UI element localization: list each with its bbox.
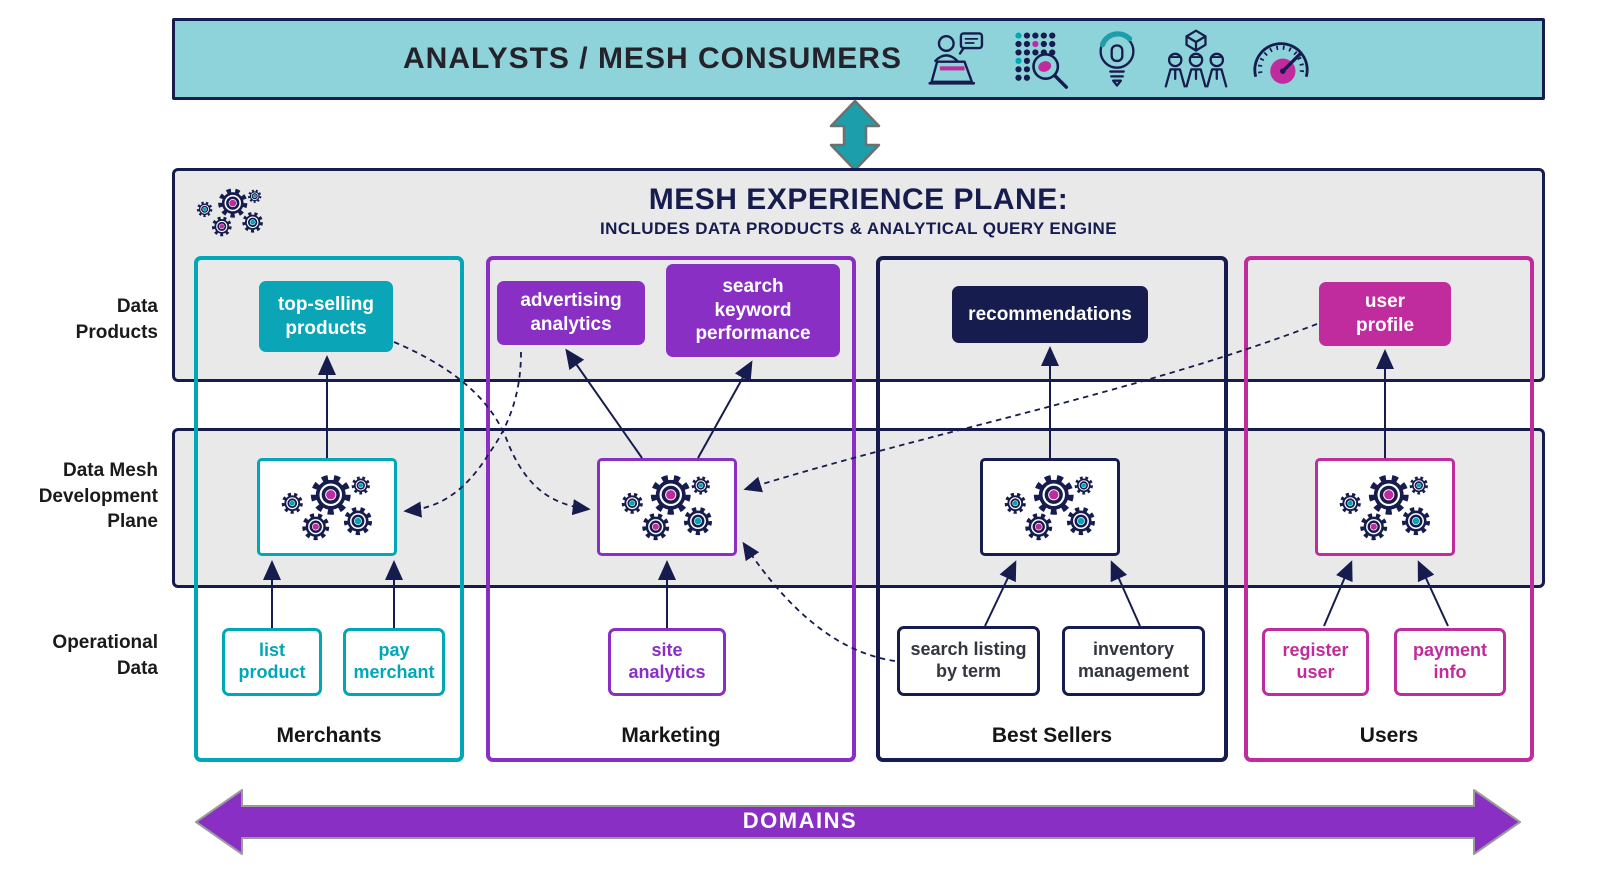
gears-icon <box>1318 461 1452 553</box>
operational-pay-merchant: pay merchant <box>343 628 445 696</box>
mesh-plane-title: MESH EXPERIENCE PLANE: <box>648 183 1069 216</box>
dev-plane-node-users <box>1315 458 1455 556</box>
operational-search-listing-by-term: search listing by term <box>897 626 1040 696</box>
data-product-user-profile: user profile <box>1319 282 1451 346</box>
row-label-operational-data: Operational Data <box>52 632 158 679</box>
corner-gears-icon <box>182 172 278 252</box>
team-cube-icon <box>1164 29 1228 88</box>
banner-title: ANALYSTS / MESH CONSUMERS <box>403 42 902 75</box>
column-label-best-sellers: Best Sellers <box>991 724 1113 747</box>
data-product-advertising-analytics: advertising analytics <box>497 281 645 345</box>
data-product-recommendations: recommendations <box>952 286 1148 343</box>
gears-icon <box>260 461 394 553</box>
operational-inventory-management: inventory management <box>1062 626 1205 696</box>
banner-icons <box>928 29 1314 89</box>
mesh-plane-subtitle: INCLUDES DATA PRODUCTS & ANALYTICAL QUER… <box>600 219 1117 238</box>
gears-icon <box>983 461 1117 553</box>
analysts-banner: ANALYSTS / MESH CONSUMERS <box>172 18 1545 100</box>
gears-icon <box>600 461 734 553</box>
dev-plane-node-merchants <box>257 458 397 556</box>
operational-payment-info: payment info <box>1394 628 1506 696</box>
column-label-marketing: Marketing <box>621 724 721 747</box>
gauge-icon <box>1253 42 1309 84</box>
analyst-laptop-icon <box>928 32 984 85</box>
column-best-sellers: Best Sellers <box>876 256 1228 762</box>
dev-plane-node-best-sellers <box>980 458 1120 556</box>
data-search-icon <box>1015 32 1068 89</box>
operational-site-analytics: site analytics <box>608 628 726 696</box>
operational-register-user: register user <box>1262 628 1369 696</box>
data-product-top-selling-products: top-selling products <box>259 281 393 352</box>
idea-bulb-icon <box>1099 31 1135 87</box>
data-product-search-keyword-performance: search keyword performance <box>666 264 840 357</box>
row-label-dev-plane: Data Mesh Development Plane <box>38 460 158 533</box>
column-label-merchants: Merchants <box>276 724 382 747</box>
dev-plane-node-marketing <box>597 458 737 556</box>
operational-list-product: list product <box>222 628 322 696</box>
row-label-data-products: Data Products <box>75 296 158 343</box>
banner-plane-connector-arrow <box>829 99 881 172</box>
domains-label: DOMAINS <box>742 808 858 833</box>
column-users: Users <box>1244 256 1534 762</box>
column-label-users: Users <box>1359 724 1419 747</box>
